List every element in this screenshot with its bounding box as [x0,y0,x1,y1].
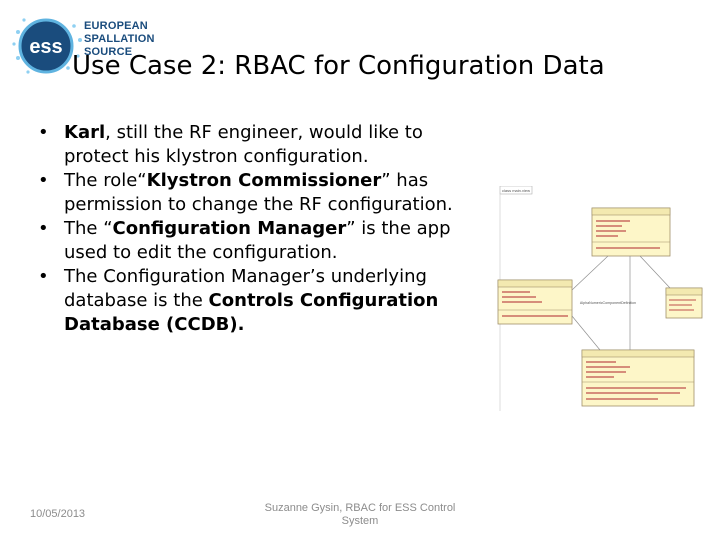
footer-author-line-1: Suzanne Gysin, RBAC for ESS Control [264,502,456,514]
diagram-frame-tab [499,186,533,195]
logo-mark-text: ess [29,36,62,58]
bullet-2-bold: Klystron Commissioner [146,170,382,191]
logo-wordmark: EUROPEAN SPALLATION SOURCE [84,20,155,59]
uml-box-product-component [581,349,695,407]
uml-associations [571,255,671,351]
uml-box-component-configuration [497,279,573,325]
footer-author-line-2: System [341,515,379,527]
bullet-2-post: ” has permission to change the RF config… [64,170,453,215]
association-label: AlphaNumericComponentDefinition [580,301,636,305]
bullet-3-post: ” is the app used to edit the configurat… [64,218,451,263]
slide-title: Use Case 2: RBAC for Configuration Data [72,51,605,81]
bullet-item-4: The Configuration Manager’s underlying d… [38,265,488,337]
bullet-4-pre: The Configuration Manager’s underlying d… [64,266,427,311]
uml-box-interface [665,287,703,319]
diagram-frame-label: class main.view [502,188,530,193]
logo-line-3: SOURCE [84,46,133,58]
bullet-1-bold: Karl [64,122,106,143]
bullet-item-3: The “Configuration Manager” is the app u… [38,217,488,265]
uml-box-configuration-component [591,207,671,257]
ess-logo: ess [10,14,130,76]
bullet-item-1: Karl, still the RF engineer, would like … [38,121,488,169]
logo-line-1: EUROPEAN [84,20,148,32]
bullet-4-bold: Controls Configuration Database (CCDB). [64,290,439,335]
ess-logo-mark-icon: ess [12,18,82,74]
bullet-list: Karl, still the RF engineer, would like … [38,121,488,337]
bullet-1-text: , still the RF engineer, would like to p… [64,122,423,167]
bullet-item-2: The role“Klystron Commissioner” has perm… [38,169,488,217]
logo-line-2: SPALLATION [84,33,155,45]
bullet-3-pre: The “ [64,218,113,239]
bullet-2-pre: The role“ [64,170,147,191]
footer-author: Suzanne Gysin, RBAC for ESS Control Syst… [258,502,462,528]
bullet-3-bold: Configuration Manager [112,218,347,239]
footer-date: 10/05/2013 [30,508,86,520]
uml-class-diagram: class main.view [497,186,703,411]
